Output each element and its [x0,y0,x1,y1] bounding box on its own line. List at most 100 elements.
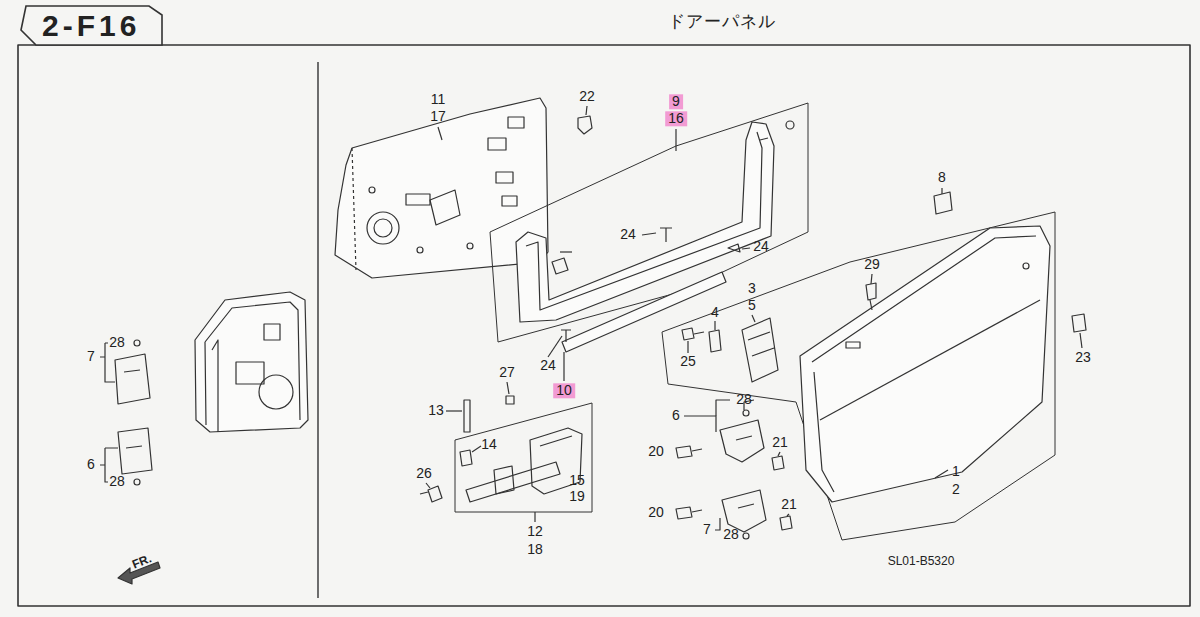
callout-number: 8 [937,170,947,185]
fastener [660,228,672,242]
callout-number: 11 [430,92,447,107]
leader-line [871,274,872,284]
leader-line [507,382,509,394]
callout-number: 22 [578,89,596,104]
callout-number: 29 [863,257,881,272]
callout-number: 26 [415,466,433,481]
nut [743,410,749,416]
clip [506,396,514,404]
bolt [772,456,784,470]
door-frame-view [195,292,308,432]
door-panel [800,226,1050,502]
leader-line [472,446,481,452]
leader-line [787,514,789,516]
door-checker [494,466,514,494]
leader-line [742,248,750,249]
callout-number: 24 [752,239,770,254]
leader-line [941,188,942,194]
group-outline [662,212,1055,540]
callout-number: 27 [498,365,516,380]
leader-line [752,315,755,322]
sill-strip [562,272,726,352]
callout-number: 6 [671,408,681,423]
bolt [780,516,792,530]
callout-number: 14 [480,437,498,452]
callout-number: 6 [86,457,96,472]
hinge [722,490,766,532]
callout-number: 1 [951,464,961,479]
callout-number: 9 [669,94,683,109]
callout-number: 3 [747,281,757,296]
leader-line [1080,333,1082,348]
callout-number: 28 [735,392,753,407]
callout-number: 4 [710,305,720,320]
callout-number: 7 [702,522,712,537]
callout-number: 28 [108,335,126,350]
bracket-line [684,416,716,432]
page-frame [18,45,1190,606]
bolt [866,283,876,310]
nut [134,479,140,485]
callout-number: 28 [722,527,740,542]
callout-number: 7 [86,349,96,364]
callout-number: 28 [108,474,126,489]
callout-number: 24 [619,227,637,242]
page-title: ドアーパネル [668,13,776,32]
hinge [115,354,150,404]
hinge [118,428,152,474]
drawing-number: SL01-B5320 [887,555,956,568]
leader-line [586,106,587,115]
hinge [720,420,764,462]
leader-line [548,336,562,357]
pin [464,400,470,432]
callout-number: 21 [771,435,789,450]
leader-line [426,483,430,488]
leader-line [534,512,535,522]
fastener [561,330,571,342]
bracket-line [715,518,720,530]
leader-line [642,233,656,235]
bracket [709,330,721,352]
fastener [728,244,740,252]
group-outline [455,403,592,512]
hinge-bracket [742,318,778,382]
tab-shape [21,6,162,45]
callout-number: 18 [526,542,544,557]
grommet [1072,314,1086,332]
divider-line [317,62,318,598]
callout-number: 21 [780,497,798,512]
callout-number: 10 [553,383,575,398]
bolt [682,328,704,340]
nut [743,533,749,539]
leader-line [563,352,564,381]
callout-number: 5 [747,298,757,313]
leader-line [675,129,676,151]
callout-number: 23 [1074,350,1092,365]
bolt [676,507,702,519]
nut [134,340,140,346]
leader-line [714,321,715,330]
callout-number: 24 [539,358,557,373]
door-sash-frame [516,121,794,322]
callout-number: 13 [427,403,445,418]
callout-number: 25 [679,354,697,369]
callout-number: 15 [568,473,586,488]
callout-number: 17 [429,109,447,124]
callout-number: 19 [568,489,586,504]
door-checker [466,462,560,502]
bolt [420,486,442,502]
bushing [460,450,472,466]
bolt [676,446,702,458]
clip [578,116,592,134]
leader-line [438,127,442,140]
section-code: 2-F16 [42,9,141,42]
leader-line [778,452,780,456]
stopper [934,192,952,214]
leader-line [935,470,948,478]
leader-line [687,341,688,353]
callout-number: 20 [647,444,665,459]
callout-number: 20 [647,505,665,520]
callout-number: 12 [526,524,544,539]
leader-line [446,410,462,411]
